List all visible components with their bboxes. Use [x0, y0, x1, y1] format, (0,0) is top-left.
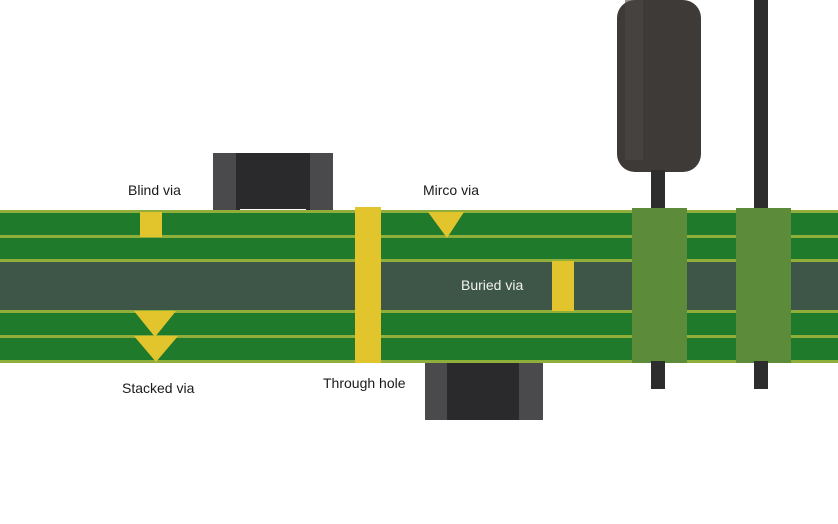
micro-via [428, 212, 464, 238]
stacked-via-label: Stacked via [122, 380, 195, 396]
through-hole-component [617, 0, 768, 212]
micro-via-label: Mirco via [423, 182, 480, 198]
blind-via-label: Blind via [128, 182, 181, 198]
through-hole-label: Through hole [323, 375, 406, 391]
top-smd-component [213, 153, 333, 214]
pcb-board [0, 210, 838, 363]
bottom-smd-component [425, 362, 543, 420]
through-hole-pads [632, 208, 791, 389]
stacked-via [134, 311, 178, 362]
blind-via [140, 212, 162, 237]
buried-via [552, 261, 574, 311]
buried-via-label: Buried via [461, 277, 524, 293]
through-hole-via [355, 207, 381, 363]
